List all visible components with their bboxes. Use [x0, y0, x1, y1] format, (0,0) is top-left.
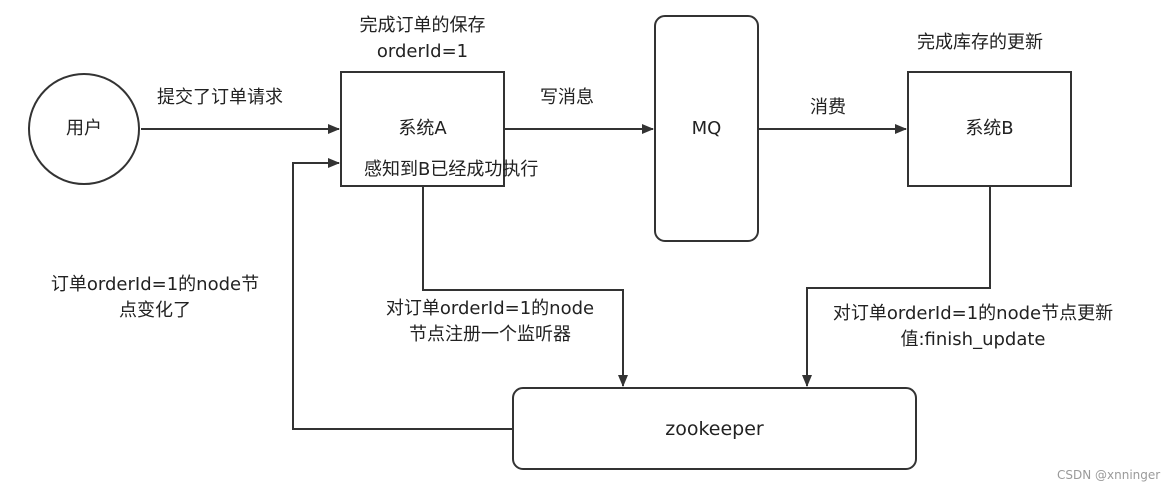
node-changed-label-line1: 订单orderId=1的node节: [50, 274, 260, 295]
update-node-label-line2: 值:finish_update: [900, 329, 1046, 350]
system-b-node-label: 系统B: [965, 118, 1014, 139]
write-message-label: 写消息: [540, 87, 594, 108]
order-saved-label-line2: orderId=1: [376, 41, 469, 62]
edge-system-a-to-zookeeper: [422, 187, 628, 387]
register-listener-label-line2: 节点注册一个监听器: [409, 324, 571, 345]
user-node: [28, 73, 140, 185]
system-b-node: [907, 71, 1072, 187]
a-aware-b-done-label: 感知到B已经成功执行: [364, 159, 539, 180]
edge-zookeeper-to-system-a: [292, 158, 513, 430]
consume-label: 消费: [810, 97, 846, 118]
update-node-label-line1: 对订单orderId=1的node节点更新: [832, 303, 1114, 324]
mq-node: [654, 15, 759, 242]
edge-system-b-to-zookeeper: [802, 187, 991, 387]
inventory-updated-label: 完成库存的更新: [917, 32, 1043, 53]
submit-order-label: 提交了订单请求: [157, 87, 283, 108]
order-saved-label-line1: 完成订单的保存: [359, 15, 486, 36]
system-a-node-label: 系统A: [398, 118, 447, 139]
node-changed-label-line2: 点变化了: [119, 300, 191, 321]
mq-node-label: MQ: [691, 118, 722, 139]
system-a-node: [340, 71, 505, 187]
zookeeper-node-label: zookeeper: [665, 418, 764, 440]
user-node-label: 用户: [66, 118, 102, 139]
register-listener-label-line1: 对订单orderId=1的node: [385, 298, 595, 319]
watermark: CSDN @xnninger: [1057, 468, 1161, 482]
